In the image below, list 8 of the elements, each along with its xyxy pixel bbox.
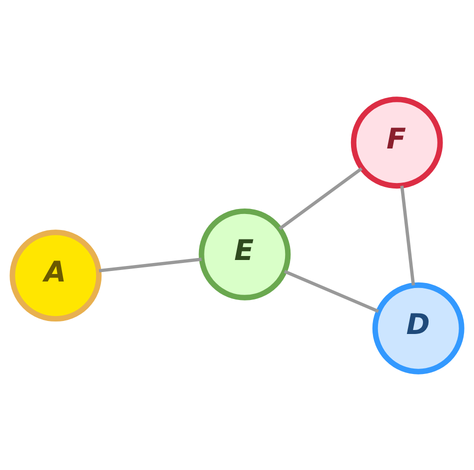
connector — [98, 257, 202, 272]
connector — [400, 185, 415, 285]
node-circle: D — [372, 282, 464, 374]
node-circle: F — [350, 96, 443, 188]
node-circle: E — [198, 208, 291, 300]
connector — [284, 269, 380, 312]
node-circle: A — [10, 229, 102, 322]
connector — [278, 166, 363, 230]
